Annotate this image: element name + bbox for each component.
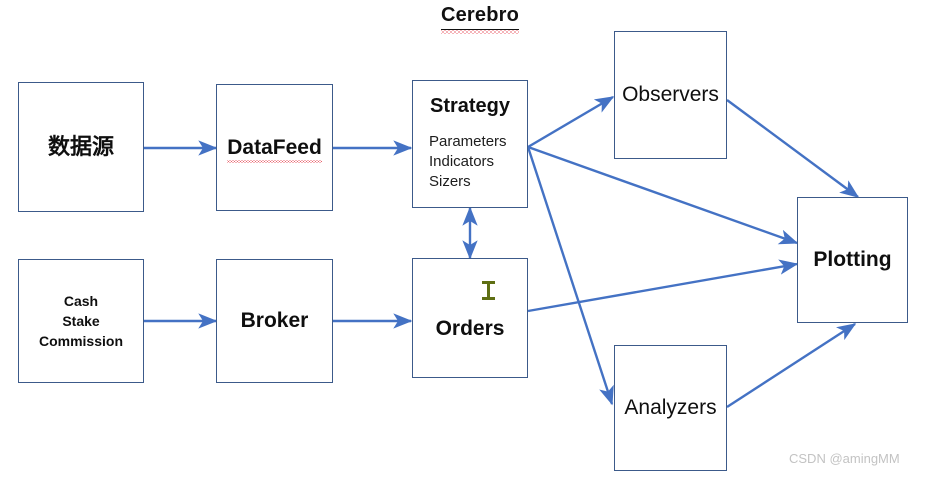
- ibeam-bottom-serif: [482, 297, 495, 300]
- node-cash-stake-commission-lines: Cash Stake Commission: [39, 291, 123, 352]
- node-datafeed[interactable]: DataFeed: [216, 84, 333, 211]
- node-analyzers[interactable]: Analyzers: [614, 345, 727, 471]
- node-stake-line: Stake: [62, 312, 100, 329]
- node-strategy-title: Strategy: [429, 95, 511, 117]
- node-analyzers-label: Analyzers: [624, 396, 717, 420]
- node-observers[interactable]: Observers: [614, 31, 727, 159]
- node-strategy-item-sizers: Sizers: [429, 173, 471, 191]
- edge-orders-to-plotting: [527, 259, 799, 313]
- node-strategy-item-parameters: Parameters: [429, 133, 507, 150]
- node-orders-label: Orders: [435, 317, 505, 341]
- ibeam-stem: [487, 281, 490, 300]
- node-orders[interactable]: Orders: [412, 258, 528, 378]
- edge-strategy-to-observers: [527, 95, 615, 149]
- edge-strategy-to-analyzers: [526, 146, 614, 406]
- node-commission-line: Commission: [38, 333, 123, 350]
- node-observers-label: Observers: [622, 83, 719, 107]
- node-broker-label: Broker: [240, 309, 309, 333]
- node-broker[interactable]: Broker: [216, 259, 333, 383]
- node-data-source[interactable]: 数据源: [18, 82, 144, 212]
- diagram-title-text: Cerebro: [440, 4, 520, 34]
- node-strategy-item-indicators: Indicators: [429, 153, 495, 171]
- node-strategy-items: Parameters Indicators Sizers: [413, 132, 527, 192]
- node-plotting[interactable]: Plotting: [797, 197, 908, 323]
- text-cursor-ibeam-icon: [482, 281, 495, 300]
- node-cash-stake-commission[interactable]: Cash Stake Commission: [18, 259, 144, 383]
- node-plotting-label: Plotting: [813, 248, 892, 272]
- node-cash-line: Cash: [63, 292, 99, 309]
- edge-observers-to-plotting: [726, 99, 860, 198]
- node-data-source-label: 数据源: [47, 133, 114, 159]
- edge-strategy-to-plotting: [527, 145, 799, 245]
- node-strategy[interactable]: Strategy Parameters Indicators Sizers: [412, 80, 528, 208]
- node-datafeed-label: DataFeed: [227, 135, 322, 164]
- diagram-title: Cerebro: [420, 4, 540, 34]
- watermark-text: CSDN @amingMM: [789, 451, 900, 466]
- edge-analyzers-to-plotting: [726, 322, 857, 409]
